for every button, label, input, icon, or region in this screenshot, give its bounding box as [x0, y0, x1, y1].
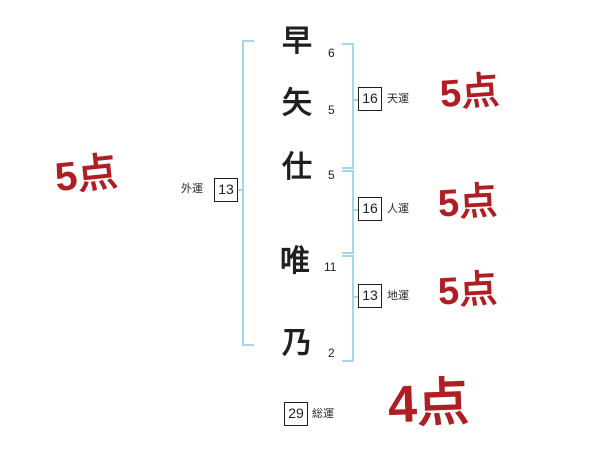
outer-luck-label: 外運: [181, 183, 203, 195]
stroke-count-5: 2: [328, 346, 335, 360]
heaven-luck-score: 5点: [438, 69, 501, 117]
name-char-2: 矢: [282, 87, 312, 120]
full-name-bracket: [242, 40, 254, 346]
name-char-5: 乃: [282, 327, 312, 360]
heaven-luck-box: 16: [358, 87, 382, 111]
total-luck-label: 総運: [312, 408, 334, 420]
person-bracket: [342, 170, 354, 254]
earth-luck-label: 地運: [387, 290, 409, 302]
person-luck-box: 16: [358, 197, 382, 221]
total-luck-box: 29: [284, 402, 308, 426]
given-name-bracket: [342, 255, 354, 362]
person-luck-score: 5点: [436, 180, 499, 226]
earth-luck-score: 5点: [436, 268, 499, 314]
person-luck-label: 人運: [387, 203, 409, 215]
earth-luck-connector: [352, 296, 358, 298]
person-luck-connector: [352, 209, 358, 211]
name-char-3: 仕: [282, 151, 312, 184]
outer-luck-score: 5点: [52, 149, 120, 201]
outer-luck-connector: [238, 189, 243, 191]
stroke-count-2: 5: [328, 103, 335, 117]
stroke-count-4: 11: [324, 260, 337, 274]
total-luck-score: 4点: [387, 373, 470, 435]
heaven-luck-connector: [352, 99, 358, 101]
outer-luck-box: 13: [214, 178, 238, 202]
name-char-4: 唯: [280, 245, 310, 278]
stroke-count-1: 6: [328, 46, 335, 60]
name-char-1: 早: [282, 25, 312, 58]
surname-bracket: [342, 43, 354, 169]
stroke-count-3: 5: [328, 168, 335, 182]
heaven-luck-label: 天運: [387, 93, 409, 105]
earth-luck-box: 13: [358, 284, 382, 308]
